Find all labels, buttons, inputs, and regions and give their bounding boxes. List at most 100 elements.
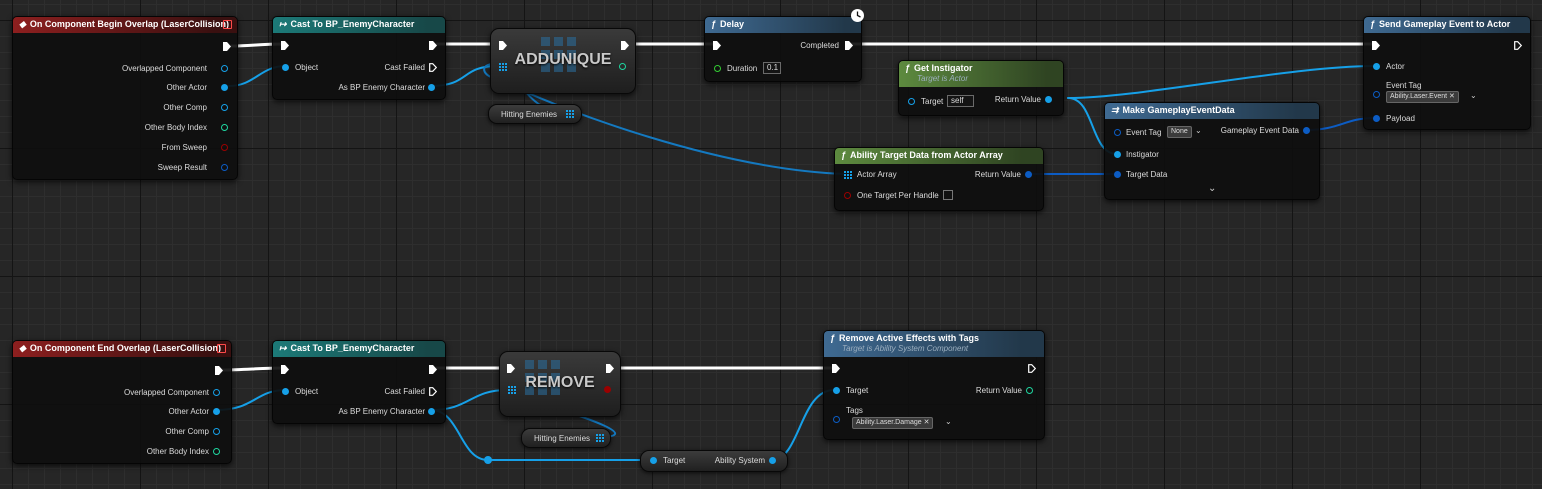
target-self-field[interactable]: self	[947, 95, 974, 107]
chevron-down-icon[interactable]: ⌄	[945, 417, 952, 426]
chevron-down-icon[interactable]: ⌄	[1195, 126, 1202, 135]
exec-in-pin[interactable]	[832, 364, 840, 373]
pin-label-from-sweep: From Sweep	[161, 143, 207, 152]
object-pin[interactable]	[282, 64, 289, 71]
make-gameplay-event-data-node[interactable]: ⇉Make GameplayEventData Event Tag None ⌄…	[1104, 102, 1320, 200]
close-icon[interactable]: ✕	[1449, 93, 1455, 100]
tags-chip[interactable]: Ability.Laser.Damage ✕	[852, 417, 934, 429]
cast-to-enemy-node-top[interactable]: ↦Cast To BP_EnemyCharacter Object Cast F…	[272, 16, 446, 100]
exec-out-pin[interactable]	[429, 365, 437, 374]
duration-input[interactable]: 0.1	[763, 62, 781, 74]
from-sweep-pin[interactable]	[221, 144, 228, 151]
actor-pin[interactable]	[1373, 63, 1380, 70]
tags-pin[interactable]	[833, 416, 840, 423]
remove-node[interactable]: REMOVE	[499, 351, 621, 417]
index-out-pin[interactable]	[619, 63, 626, 70]
function-icon: ƒ	[1370, 19, 1376, 29]
array-decoration-icon	[541, 37, 576, 72]
begin-overlap-event-node[interactable]: ◆On Component Begin Overlap (LaserCollis…	[12, 16, 238, 180]
cast-arrow-icon: ↦	[279, 343, 287, 353]
cast-failed-exec-pin[interactable]	[429, 387, 437, 396]
stop-icon	[217, 344, 226, 353]
overlapped-component-pin[interactable]	[213, 389, 220, 396]
exec-out-pin[interactable]	[215, 366, 223, 375]
pin-label-other-body-index: Other Body Index	[146, 447, 209, 456]
one-target-checkbox[interactable]	[943, 190, 953, 200]
object-pin[interactable]	[282, 388, 289, 395]
target-pin[interactable]	[833, 387, 840, 394]
pin-label-overlapped-component: Overlapped Component	[122, 64, 207, 73]
one-target-pin[interactable]	[844, 192, 851, 199]
pin-label-event-tag: Event Tag	[1386, 81, 1422, 90]
pin-label-duration: Duration	[727, 64, 758, 73]
pin-label-payload: Payload	[1386, 114, 1415, 123]
other-body-index-pin[interactable]	[213, 448, 220, 455]
target-pin[interactable]	[908, 98, 915, 105]
event-tag-chip[interactable]: Ability.Laser.Event ✕	[1386, 91, 1459, 103]
get-ability-system-node[interactable]: Target Ability System	[640, 450, 788, 472]
instigator-pin[interactable]	[1114, 151, 1121, 158]
ability-system-out-pin[interactable]	[769, 457, 776, 464]
exec-out-pin[interactable]	[606, 364, 614, 373]
chevron-down-icon[interactable]: ⌄	[1470, 91, 1477, 100]
exec-out-pin[interactable]	[621, 41, 629, 50]
exec-out-pin[interactable]	[223, 42, 231, 51]
return-value-pin[interactable]	[1026, 387, 1033, 394]
cast-to-enemy-node-bottom[interactable]: ↦Cast To BP_EnemyCharacter Object Cast F…	[272, 340, 446, 424]
other-comp-pin[interactable]	[221, 104, 228, 111]
other-actor-pin[interactable]	[221, 84, 228, 91]
completed-exec-pin[interactable]	[845, 41, 853, 50]
payload-pin[interactable]	[1373, 115, 1380, 122]
other-body-index-pin[interactable]	[221, 124, 228, 131]
pin-label-ability-system: Ability System	[714, 456, 765, 465]
hitting-enemies-variable-bottom[interactable]: Hitting Enemies	[521, 428, 611, 448]
array-in-pin[interactable]	[508, 386, 516, 394]
event-tag-none-chip[interactable]: None	[1167, 126, 1192, 138]
as-enemy-pin[interactable]	[428, 408, 435, 415]
exec-out-pin[interactable]	[429, 41, 437, 50]
sweep-result-pin[interactable]	[221, 164, 228, 171]
exec-in-pin[interactable]	[281, 365, 289, 374]
event-data-out-pin[interactable]	[1303, 127, 1310, 134]
exec-out-pin[interactable]	[1514, 41, 1522, 50]
expand-chevron-icon[interactable]: ⌄	[1208, 183, 1217, 194]
cast-failed-exec-pin[interactable]	[429, 63, 437, 72]
return-value-pin[interactable]	[1045, 96, 1052, 103]
addunique-node[interactable]: ADDUNIQUE	[490, 28, 636, 94]
node-title: REMOVE	[525, 374, 595, 391]
pin-label-as-enemy: As BP Enemy Character	[338, 83, 425, 92]
exec-in-pin[interactable]	[507, 364, 515, 373]
exec-in-pin[interactable]	[713, 41, 721, 50]
hitting-enemies-variable-top[interactable]: Hitting Enemies	[488, 104, 582, 124]
event-tag-pin[interactable]	[1114, 129, 1121, 136]
array-out-pin[interactable]	[566, 110, 574, 118]
pin-label-one-target: One Target Per Handle	[857, 191, 939, 200]
exec-out-pin[interactable]	[1028, 364, 1036, 373]
array-out-pin[interactable]	[596, 434, 604, 442]
exec-in-pin[interactable]	[499, 41, 507, 50]
event-tag-pin[interactable]	[1373, 91, 1380, 98]
make-struct-icon: ⇉	[1111, 105, 1119, 115]
other-actor-pin[interactable]	[213, 408, 220, 415]
return-value-pin[interactable]	[1025, 171, 1032, 178]
target-pin[interactable]	[650, 457, 657, 464]
exec-in-pin[interactable]	[1372, 41, 1380, 50]
other-comp-pin[interactable]	[213, 428, 220, 435]
overlapped-component-pin[interactable]	[221, 65, 228, 72]
as-enemy-pin[interactable]	[428, 84, 435, 91]
target-data-pin[interactable]	[1114, 171, 1121, 178]
pin-label-overlapped-component: Overlapped Component	[124, 388, 209, 397]
end-overlap-event-node[interactable]: ◆On Component End Overlap (LaserCollisio…	[12, 340, 232, 464]
duration-pin[interactable]	[714, 65, 721, 72]
array-in-pin[interactable]	[499, 63, 507, 71]
cast-arrow-icon: ↦	[279, 19, 287, 29]
exec-in-pin[interactable]	[281, 41, 289, 50]
actor-array-pin[interactable]	[844, 171, 852, 179]
bool-out-pin[interactable]	[604, 386, 611, 393]
close-icon[interactable]: ✕	[923, 419, 930, 426]
